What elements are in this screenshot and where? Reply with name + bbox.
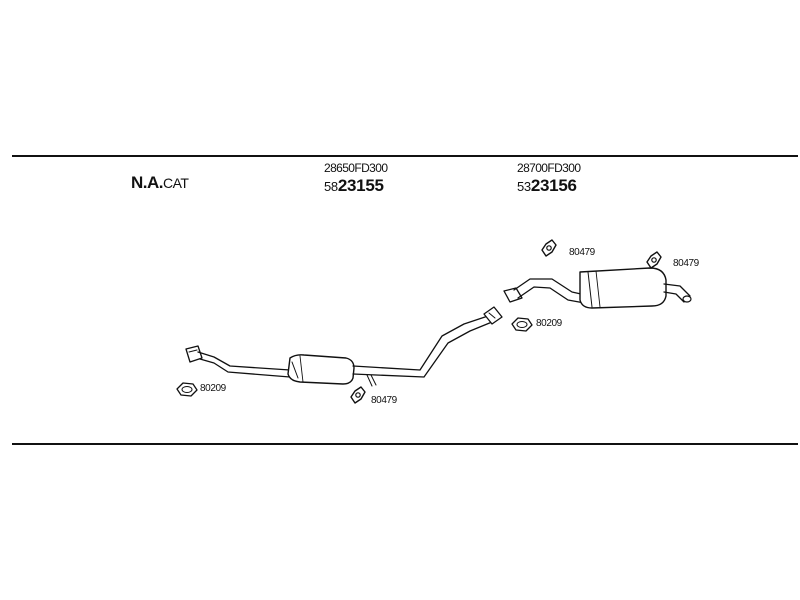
variant-suffix: CAT (163, 175, 189, 191)
hanger-code-label: 80479 (673, 258, 699, 269)
front-pipe-assembly (185, 306, 503, 387)
rubber-hanger-icon (646, 251, 662, 269)
gasket-icon (511, 317, 533, 332)
vehicle-variant-label: N.A.CAT (131, 173, 189, 193)
rubber-hanger-icon (350, 386, 366, 404)
rear-silencer-oem-number: 28700FD300 (517, 161, 581, 175)
gasket-code-label: 80209 (536, 318, 562, 329)
part-main-number: 23155 (337, 176, 384, 195)
variant-main: N.A. (131, 173, 164, 192)
part-prefix: 53 (517, 179, 531, 194)
rear-silencer-part-number: 5323156 (517, 176, 577, 196)
front-pipe-part-number: 5823155 (324, 176, 384, 196)
bottom-divider (12, 443, 798, 445)
part-main-number: 23156 (530, 176, 577, 195)
gasket-icon (176, 382, 198, 397)
hanger-code-label: 80479 (569, 247, 595, 258)
front-pipe-oem-number: 28650FD300 (324, 161, 388, 175)
hanger-code-label: 80479 (371, 395, 397, 406)
rubber-hanger-icon (541, 239, 557, 257)
part-prefix: 58 (324, 179, 338, 194)
rear-silencer-assembly (503, 267, 692, 309)
top-divider (12, 155, 798, 157)
gasket-code-label: 80209 (200, 383, 226, 394)
